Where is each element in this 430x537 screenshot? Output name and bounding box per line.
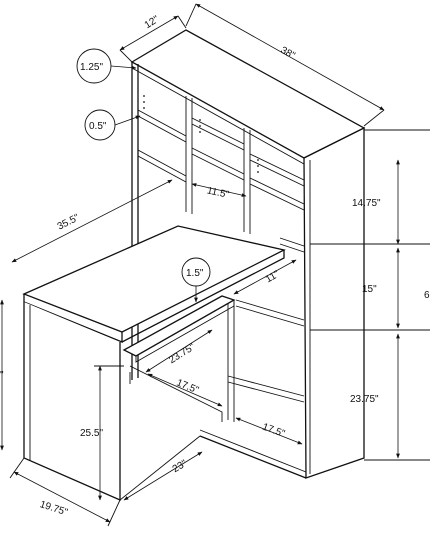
label-upper-cubby-height: 14.75" <box>352 198 381 209</box>
label-desk-height: 25.5" <box>80 428 103 439</box>
label-left-height-partial: " <box>0 370 4 381</box>
callout-desk-thickness <box>181 257 211 303</box>
dimension-lines <box>0 3 430 527</box>
label-inner-width-b: 17.5" <box>261 422 287 440</box>
label-total-height-partial: 6 <box>424 290 430 301</box>
label-lower-height: 23.75" <box>350 394 379 405</box>
label-lower-width: 11" <box>264 269 282 286</box>
callout-top-thickness <box>76 48 137 84</box>
label-shelf-depth: 12" <box>143 14 162 31</box>
label-desk-depth: 19.75" <box>38 499 69 518</box>
label-desk-length: 35.5" <box>56 212 82 232</box>
desk <box>22 225 286 501</box>
label-top-thickness: 1.25" <box>80 62 103 73</box>
label-base-width: 23" <box>171 458 190 475</box>
shelf-pin-holes <box>143 95 259 173</box>
label-inner-width-a: 17.5" <box>175 377 201 396</box>
callout-shelf-thickness <box>84 109 141 141</box>
label-keyboard-depth: 23.75" <box>167 341 197 366</box>
label-middle-opening-height: 15" <box>362 284 377 295</box>
label-cubby-width: 11.5" <box>206 185 231 200</box>
label-shelf-thickness: 0.5" <box>89 121 107 132</box>
label-desk-top-thickness: 1.5" <box>186 268 204 279</box>
